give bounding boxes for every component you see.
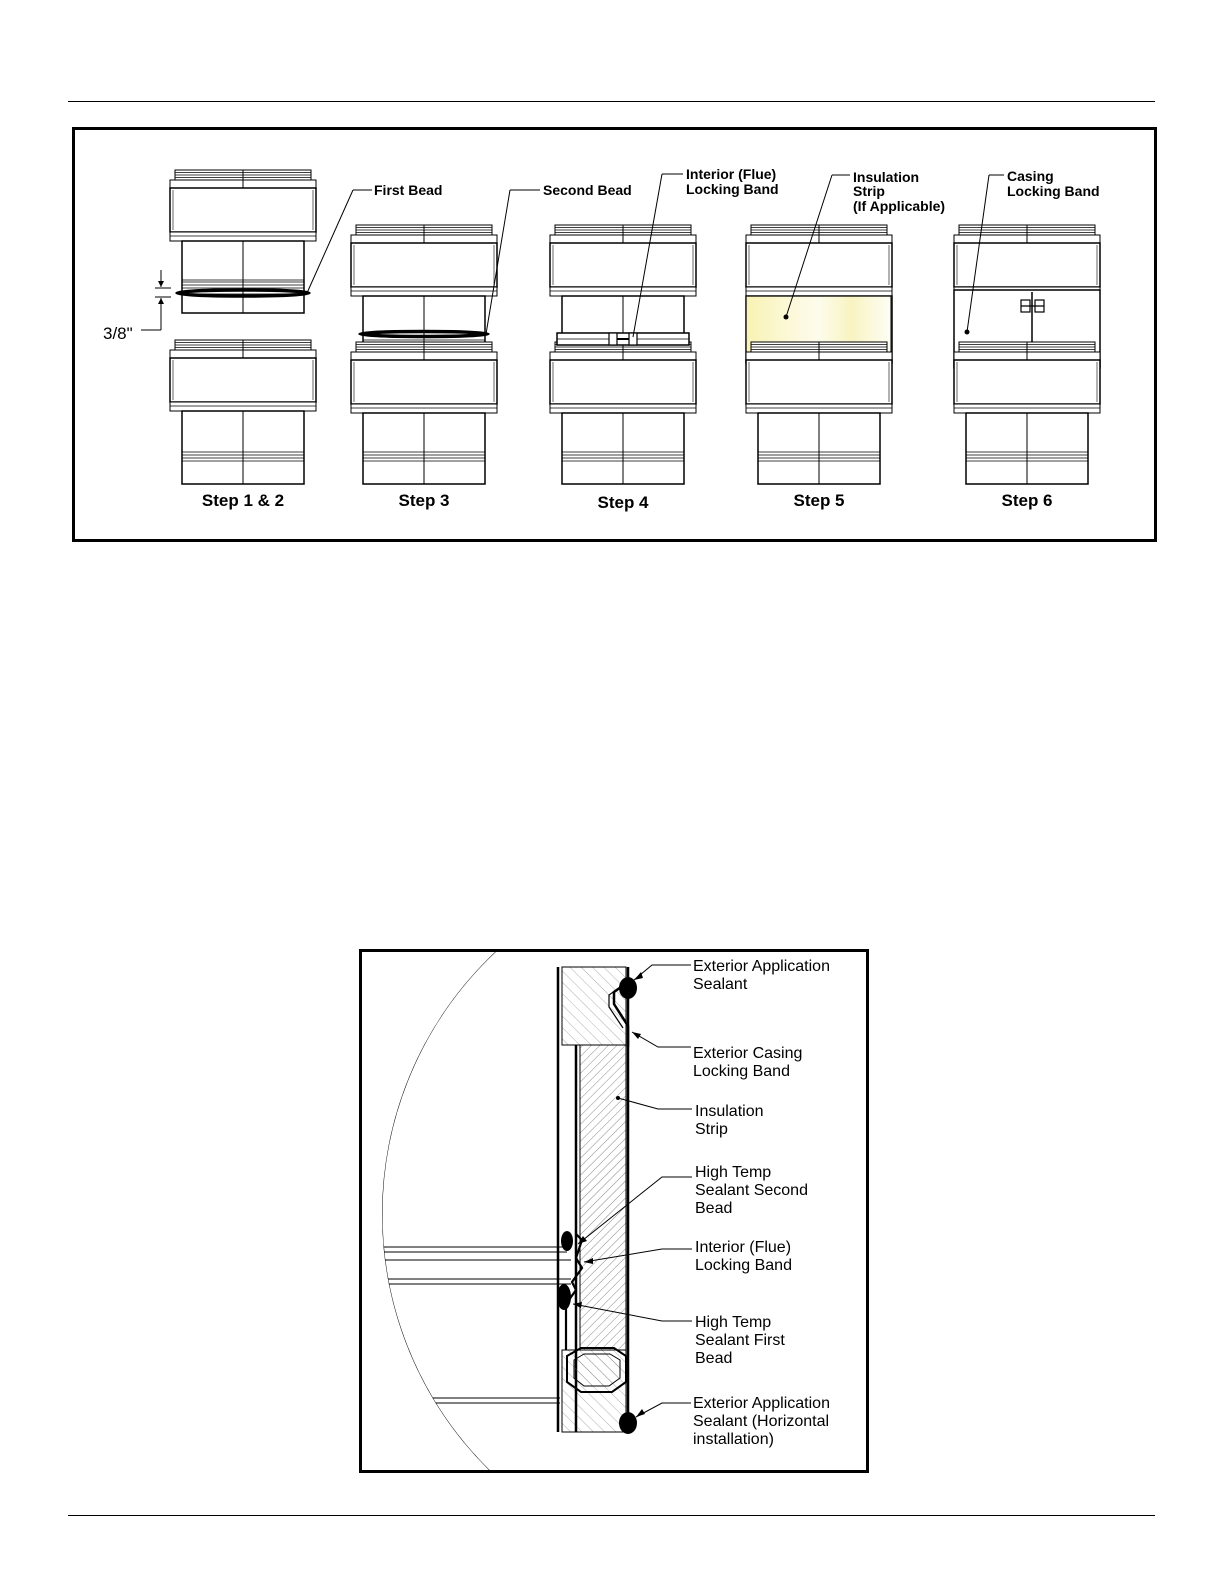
detail-leaders (572, 964, 692, 1418)
insulation-callout: Insulation Strip (If Applicable) (783, 169, 945, 320)
step-6-label: Step 6 (1001, 491, 1052, 510)
step1-upper-section (169, 169, 317, 242)
insulation-strip-hatch (579, 1044, 627, 1351)
second-bead-label-2: Sealant Second (695, 1182, 808, 1199)
exterior-sealant-top (619, 977, 637, 999)
first-bead-blob (557, 1284, 571, 1310)
interior-band-label-2: Locking Band (686, 181, 779, 197)
casing-band-label-2: Locking Band (1007, 183, 1100, 199)
step3-lower-tube (362, 412, 486, 485)
sealant-detail-figure: Exterior Application Sealant Exterior Ca… (359, 949, 869, 1473)
interior-band-callout: Interior (Flue) Locking Band (632, 166, 779, 338)
insulation-strip-label-1: Insulation (695, 1103, 764, 1120)
inner-pipe-section (382, 1246, 571, 1404)
step3-lower-section (350, 341, 498, 414)
second-bead-label-1: High Temp (695, 1164, 771, 1181)
step6-lower-section (953, 341, 1101, 414)
band-clamp-left (608, 332, 618, 346)
step1-upper-tube (181, 240, 305, 314)
step5-upper-section (745, 224, 893, 297)
casing-band-label-1: Casing (1007, 168, 1054, 184)
insulation-label-3: (If Applicable) (853, 198, 945, 214)
ext-sealant-label-2: Sealant (693, 976, 748, 993)
flue-band-label-2: Locking Band (695, 1257, 792, 1274)
sealant-detail-drawing: Exterior Application Sealant Exterior Ca… (382, 952, 866, 1470)
dimension-label: 3/8" (103, 324, 133, 343)
step4-lower-section (549, 341, 697, 414)
first-bead-label: First Bead (374, 182, 442, 198)
footer-rule (68, 1515, 1155, 1516)
exterior-sealant-bottom (619, 1412, 637, 1434)
step-5-label: Step 5 (793, 491, 844, 510)
step1-lower-tube (181, 410, 305, 485)
first-bead-label-1: High Temp (695, 1314, 771, 1331)
detail-arrowheads (573, 972, 645, 1417)
detail-labels: Exterior Application Sealant Exterior Ca… (693, 958, 830, 1448)
step3-upper-section (350, 224, 498, 297)
wall-section (556, 966, 630, 1433)
ext-sealant-h-label-3: installation) (693, 1431, 774, 1448)
first-bead-label-2: Sealant First (695, 1332, 785, 1349)
ext-casing-label-1: Exterior Casing (693, 1045, 802, 1062)
insulation-label-2: Strip (853, 183, 885, 199)
ext-sealant-h-label-2: Sealant (Horizontal (693, 1413, 829, 1430)
second-bead-label: Second Bead (543, 182, 632, 198)
interior-band-label-1: Interior (Flue) (686, 166, 776, 182)
second-bead-callout: Second Bead (485, 182, 632, 335)
step-4-label: Step 4 (597, 493, 649, 512)
insulation-strip-label-2: Strip (695, 1121, 728, 1138)
step1-lower-section (169, 339, 317, 412)
second-bead-blob (561, 1231, 573, 1251)
step5-lower-tube (757, 412, 881, 485)
dimension-callout: 3/8" (103, 270, 171, 343)
step6-upper-section (953, 224, 1101, 297)
first-bead-label-3: Bead (695, 1350, 732, 1367)
step6-lower-tube (965, 412, 1089, 485)
step-3-label: Step 3 (398, 491, 449, 510)
step-1-2-label: Step 1 & 2 (202, 491, 284, 510)
ext-sealant-h-label-1: Exterior Application (693, 1395, 830, 1412)
pipe-sections (169, 169, 1101, 485)
casing-band-callout: Casing Locking Band (964, 168, 1100, 335)
first-bead-mark (175, 288, 311, 298)
step4-upper-section (549, 224, 697, 297)
flue-band-label-1: Interior (Flue) (695, 1239, 791, 1256)
assembly-steps-figure: First Bead 3/8" Second Bead Interior (Fl… (72, 127, 1157, 542)
first-bead-callout: First Bead (306, 182, 442, 294)
step5-lower-section (745, 341, 893, 414)
sealant-beads (557, 977, 637, 1434)
insulation-label-1: Insulation (853, 169, 919, 185)
assembly-steps-drawing: First Bead 3/8" Second Bead Interior (Fl… (103, 166, 1101, 512)
second-bead-label-3: Bead (695, 1200, 732, 1217)
ext-casing-label-2: Locking Band (693, 1063, 790, 1080)
ext-sealant-label-1: Exterior Application (693, 958, 830, 975)
step4-lower-tube (561, 412, 685, 485)
header-rule (68, 101, 1155, 102)
second-bead-mark (358, 329, 490, 339)
